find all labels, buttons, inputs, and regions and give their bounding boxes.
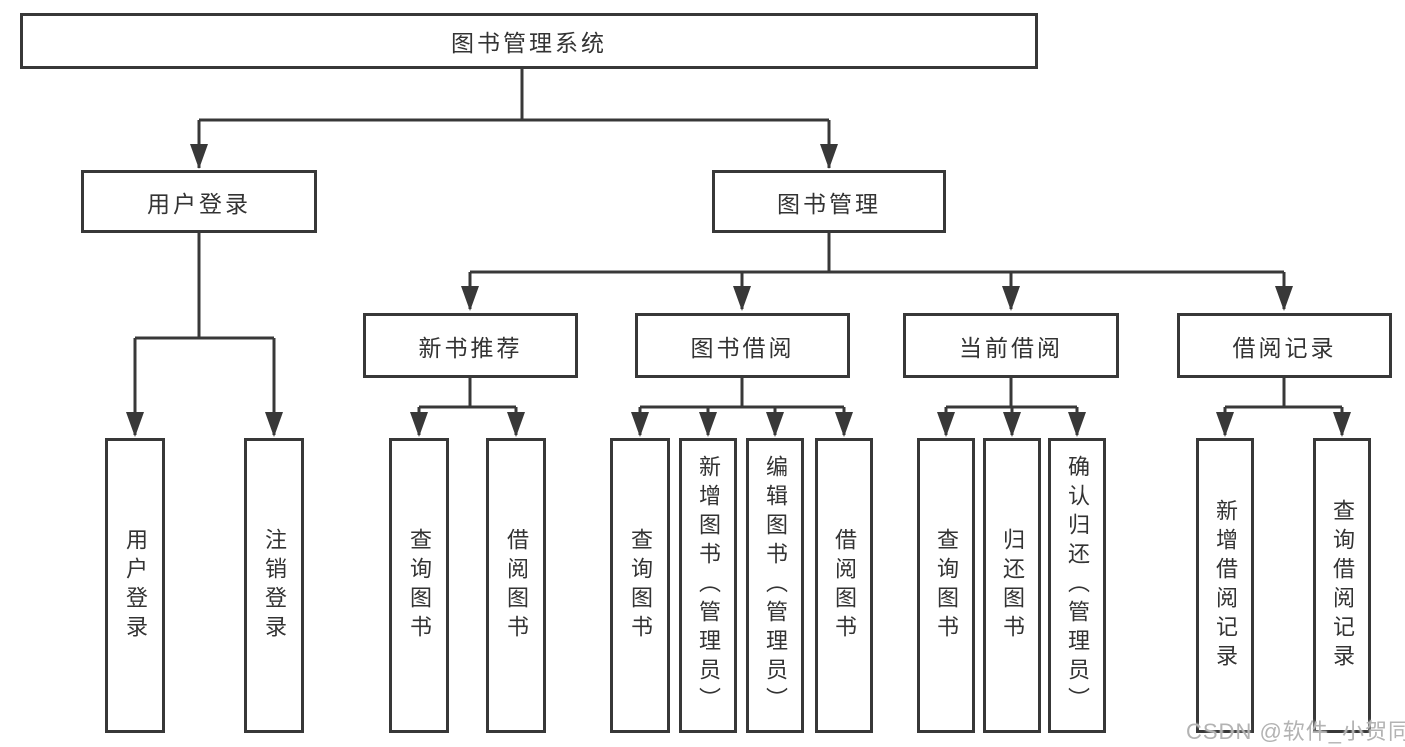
leaf-label: 借阅图书 <box>832 527 857 644</box>
leaf-label: 用户登录 <box>123 527 148 644</box>
node-root-system: 图书管理系统 <box>20 13 1038 69</box>
leaf-logout: 注销登录 <box>244 438 304 733</box>
leaf-borrow-books-recommend: 借阅图书 <box>486 438 546 733</box>
leaf-label: 新增借阅记录 <box>1213 498 1238 673</box>
node-label: 图书借阅 <box>690 334 795 361</box>
node-book-borrowing: 图书借阅 <box>635 313 850 378</box>
leaf-label: 确认归还（管理员） <box>1065 455 1090 716</box>
node-label: 新书推荐 <box>418 334 523 361</box>
csdn-watermark: CSDN @软件_小贺同学 <box>1186 719 1405 744</box>
leaf-query-books-recommend: 查询图书 <box>389 438 449 733</box>
leaf-add-books-admin: 新增图书（管理员） <box>679 438 737 733</box>
leaf-label: 查询借阅记录 <box>1330 498 1355 673</box>
node-label: 借阅记录 <box>1232 334 1337 361</box>
leaf-label: 编辑图书（管理员） <box>763 455 788 716</box>
leaf-edit-books-admin: 编辑图书（管理员） <box>746 438 804 733</box>
leaf-query-books-current: 查询图书 <box>917 438 975 733</box>
leaf-label: 查询图书 <box>934 527 959 644</box>
node-user-login-module: 用户登录 <box>81 170 317 233</box>
node-label: 图书管理系统 <box>451 30 607 56</box>
leaf-query-borrow-record: 查询借阅记录 <box>1313 438 1371 733</box>
leaf-user-login: 用户登录 <box>105 438 165 733</box>
leaf-label: 查询图书 <box>628 527 653 644</box>
node-label: 用户登录 <box>147 190 251 217</box>
node-label: 图书管理 <box>777 190 881 217</box>
leaf-query-books-borrowing: 查询图书 <box>610 438 670 733</box>
leaf-add-borrow-record: 新增借阅记录 <box>1196 438 1254 733</box>
leaf-label: 查询图书 <box>407 527 432 644</box>
leaf-label: 注销登录 <box>262 527 287 644</box>
leaf-label: 借阅图书 <box>504 527 529 644</box>
leaf-borrow-books-borrowing: 借阅图书 <box>815 438 873 733</box>
leaf-confirm-return-admin: 确认归还（管理员） <box>1048 438 1106 733</box>
edge-lines <box>133 68 1344 435</box>
node-new-book-recommendation: 新书推荐 <box>363 313 578 378</box>
node-book-management-module: 图书管理 <box>712 170 946 233</box>
leaf-label: 归还图书 <box>1000 527 1025 644</box>
node-current-borrowing: 当前借阅 <box>903 313 1119 378</box>
node-borrowing-records: 借阅记录 <box>1177 313 1392 378</box>
node-label: 当前借阅 <box>959 334 1063 361</box>
leaf-label: 新增图书（管理员） <box>696 455 721 716</box>
leaf-return-books: 归还图书 <box>983 438 1041 733</box>
